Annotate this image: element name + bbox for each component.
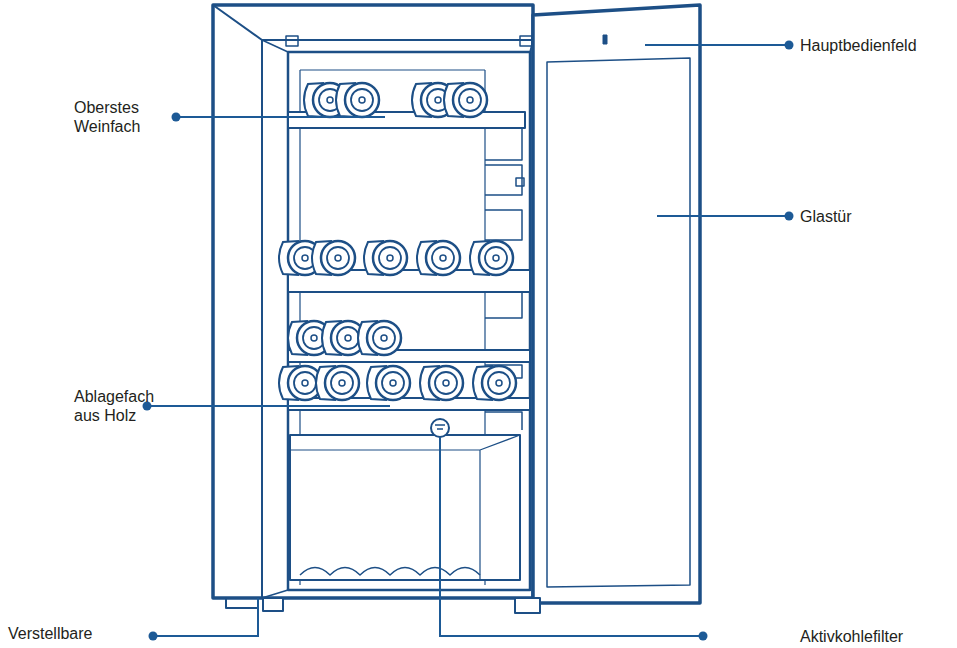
- part-label: Glastür: [800, 207, 950, 226]
- part-label: Verstellbare: [8, 624, 148, 643]
- part-label: Aktivkohlefilter: [800, 627, 950, 646]
- part-label: Oberstes Weinfach: [74, 98, 164, 136]
- part-label: Ablagefach aus Holz: [74, 387, 164, 425]
- part-label: Hauptbedienfeld: [800, 36, 950, 55]
